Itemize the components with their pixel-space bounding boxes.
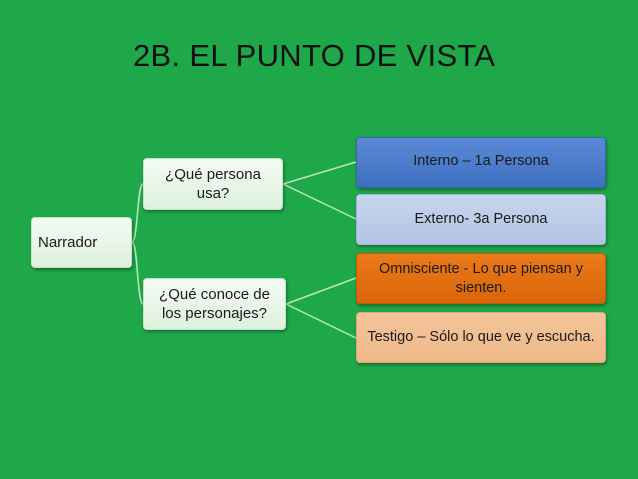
- connector-persona-to-externo: [282, 183, 357, 220]
- node-testigo-label: Testigo – Sólo lo que ve y escucha.: [367, 329, 595, 345]
- node-testigo: Testigo – Sólo lo que ve y escucha.: [356, 312, 606, 363]
- node-externo: Externo- 3a Persona: [356, 194, 606, 245]
- node-omnisciente: Omnisciente - Lo que piensan y sienten.: [356, 253, 606, 304]
- node-que-conoce: ¿Qué conoce de los personajes?: [143, 278, 286, 330]
- node-omnisciente-label: Omnisciente - Lo que piensan y sienten.: [379, 260, 583, 296]
- slide-title: 2B. EL PUNTO DE VISTA: [133, 38, 496, 73]
- node-narrador: Narrador: [31, 217, 132, 268]
- node-interno: Interno – 1a Persona: [356, 137, 606, 188]
- connector-conoce-to-testigo: [285, 303, 357, 339]
- node-que-persona-usa: ¿Qué persona usa?: [143, 158, 283, 210]
- connector-persona-to-interno: [282, 161, 357, 185]
- node-que-conoce-label: ¿Qué conoce de los personajes?: [159, 286, 270, 322]
- node-interno-label: Interno – 1a Persona: [413, 153, 549, 169]
- connector-conoce-to-omnisciente: [285, 277, 357, 305]
- connector-root-to-conoce: [131, 241, 144, 305]
- node-externo-label: Externo- 3a Persona: [414, 211, 548, 227]
- node-que-persona-usa-label: ¿Qué persona usa?: [165, 166, 261, 202]
- connector-root-to-persona: [131, 183, 144, 243]
- node-narrador-label: Narrador: [38, 234, 98, 251]
